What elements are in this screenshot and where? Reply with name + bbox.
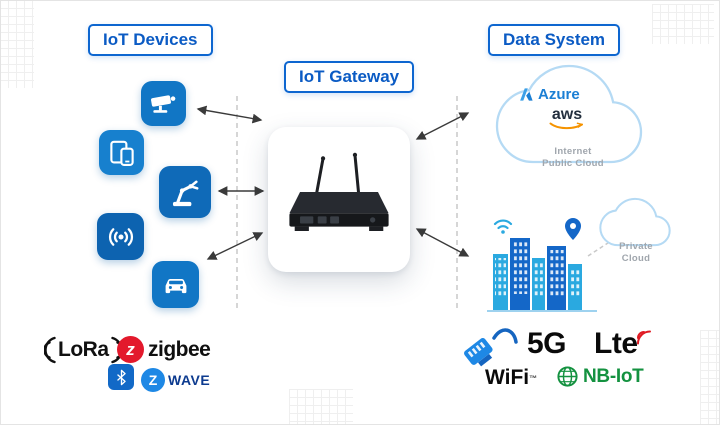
public-cloud-caption: Internet Public Cloud	[498, 146, 648, 171]
device-tile-robot	[159, 166, 211, 218]
private-cloud-caption-line1: Private	[619, 241, 653, 252]
iot-gateway-device-image	[289, 152, 389, 231]
public-cloud-caption-line1: Internet	[554, 146, 592, 157]
map-pin-icon	[565, 218, 581, 240]
wifi-trademark: ™	[529, 373, 538, 383]
aws-smile-icon	[549, 122, 583, 129]
grid-decoration	[0, 0, 34, 88]
lte-label: Lte	[594, 327, 638, 360]
lora-logo: LoRa	[44, 334, 123, 366]
zwave-label: WAVE	[168, 372, 211, 388]
robotic-arm-icon	[172, 180, 199, 207]
wireless-signal-icon	[108, 227, 133, 246]
aws-logo: aws	[549, 106, 585, 131]
zwave-initial: Z	[148, 372, 158, 388]
grid-decoration	[700, 330, 720, 425]
ethernet-cable-icon	[464, 328, 518, 367]
wifi-label: WiFi	[485, 366, 530, 389]
connected-car-icon	[165, 278, 186, 293]
zigbee-icon: z	[117, 336, 144, 363]
azure-logo: Azure	[519, 86, 580, 103]
zigbee-label: zigbee	[148, 337, 211, 361]
five-g-logo: 5G	[527, 327, 567, 361]
smart-city-icon	[487, 218, 597, 312]
arrow-car-gateway	[206, 232, 264, 260]
five-g-label: 5G	[527, 327, 567, 360]
arrow-gateway-cloud	[415, 112, 470, 140]
device-tile-camera	[141, 81, 186, 126]
title-iot-gateway: IoT Gateway	[284, 61, 415, 93]
zwave-icon: Z	[141, 368, 165, 392]
device-tile-mobile	[99, 130, 144, 175]
grid-decoration	[652, 4, 714, 44]
private-cloud-caption-line2: Cloud	[621, 253, 651, 265]
title-iot-devices: IoT Devices	[88, 24, 213, 56]
bluetooth-logo	[108, 364, 134, 390]
lora-waves-icon	[44, 336, 56, 364]
arrow-gateway-city	[415, 228, 470, 257]
wifi-logo: WiFi ™	[485, 366, 537, 390]
arrow-camera-gateway	[196, 105, 263, 124]
zigbee-logo: z zigbee	[117, 336, 211, 363]
lte-logo: Lte	[594, 327, 653, 361]
zigbee-initial: z	[126, 339, 135, 359]
azure-label: Azure	[538, 86, 580, 103]
zwave-logo: Z WAVE	[141, 368, 210, 392]
grid-decoration	[289, 389, 353, 425]
cctv-camera-icon	[150, 94, 175, 113]
wifi-icon	[493, 219, 513, 234]
private-cloud-shape	[599, 197, 671, 247]
gateway-card	[268, 127, 410, 272]
lte-waves-icon	[636, 330, 651, 345]
title-data-system: Data System	[488, 24, 621, 56]
public-cloud-shape	[495, 64, 643, 164]
azure-logo-icon	[520, 88, 533, 101]
public-cloud-caption-line2: Public Cloud	[542, 158, 604, 170]
device-tile-car	[152, 261, 199, 308]
private-cloud-caption: Private Cloud	[600, 241, 672, 266]
lora-label: LoRa	[58, 338, 109, 361]
bluetooth-icon	[116, 369, 126, 385]
device-tile-signal	[97, 213, 144, 260]
aws-label: aws	[551, 106, 583, 123]
nbiot-logo: NB-IoT	[556, 365, 644, 388]
globe-icon	[557, 366, 578, 387]
nbiot-label: NB-IoT	[583, 365, 644, 387]
mobile-devices-icon	[109, 140, 134, 166]
